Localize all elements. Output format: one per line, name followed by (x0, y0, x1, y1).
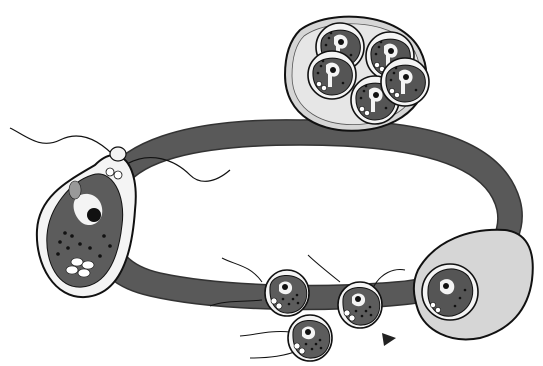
flagellum (10, 128, 118, 160)
small-flagellate-2 (240, 315, 332, 361)
multi-cell-cyst (285, 17, 429, 131)
cycle-arrow-icon (382, 333, 396, 346)
flagellate-large (10, 128, 230, 297)
encysting-cell (414, 230, 533, 340)
